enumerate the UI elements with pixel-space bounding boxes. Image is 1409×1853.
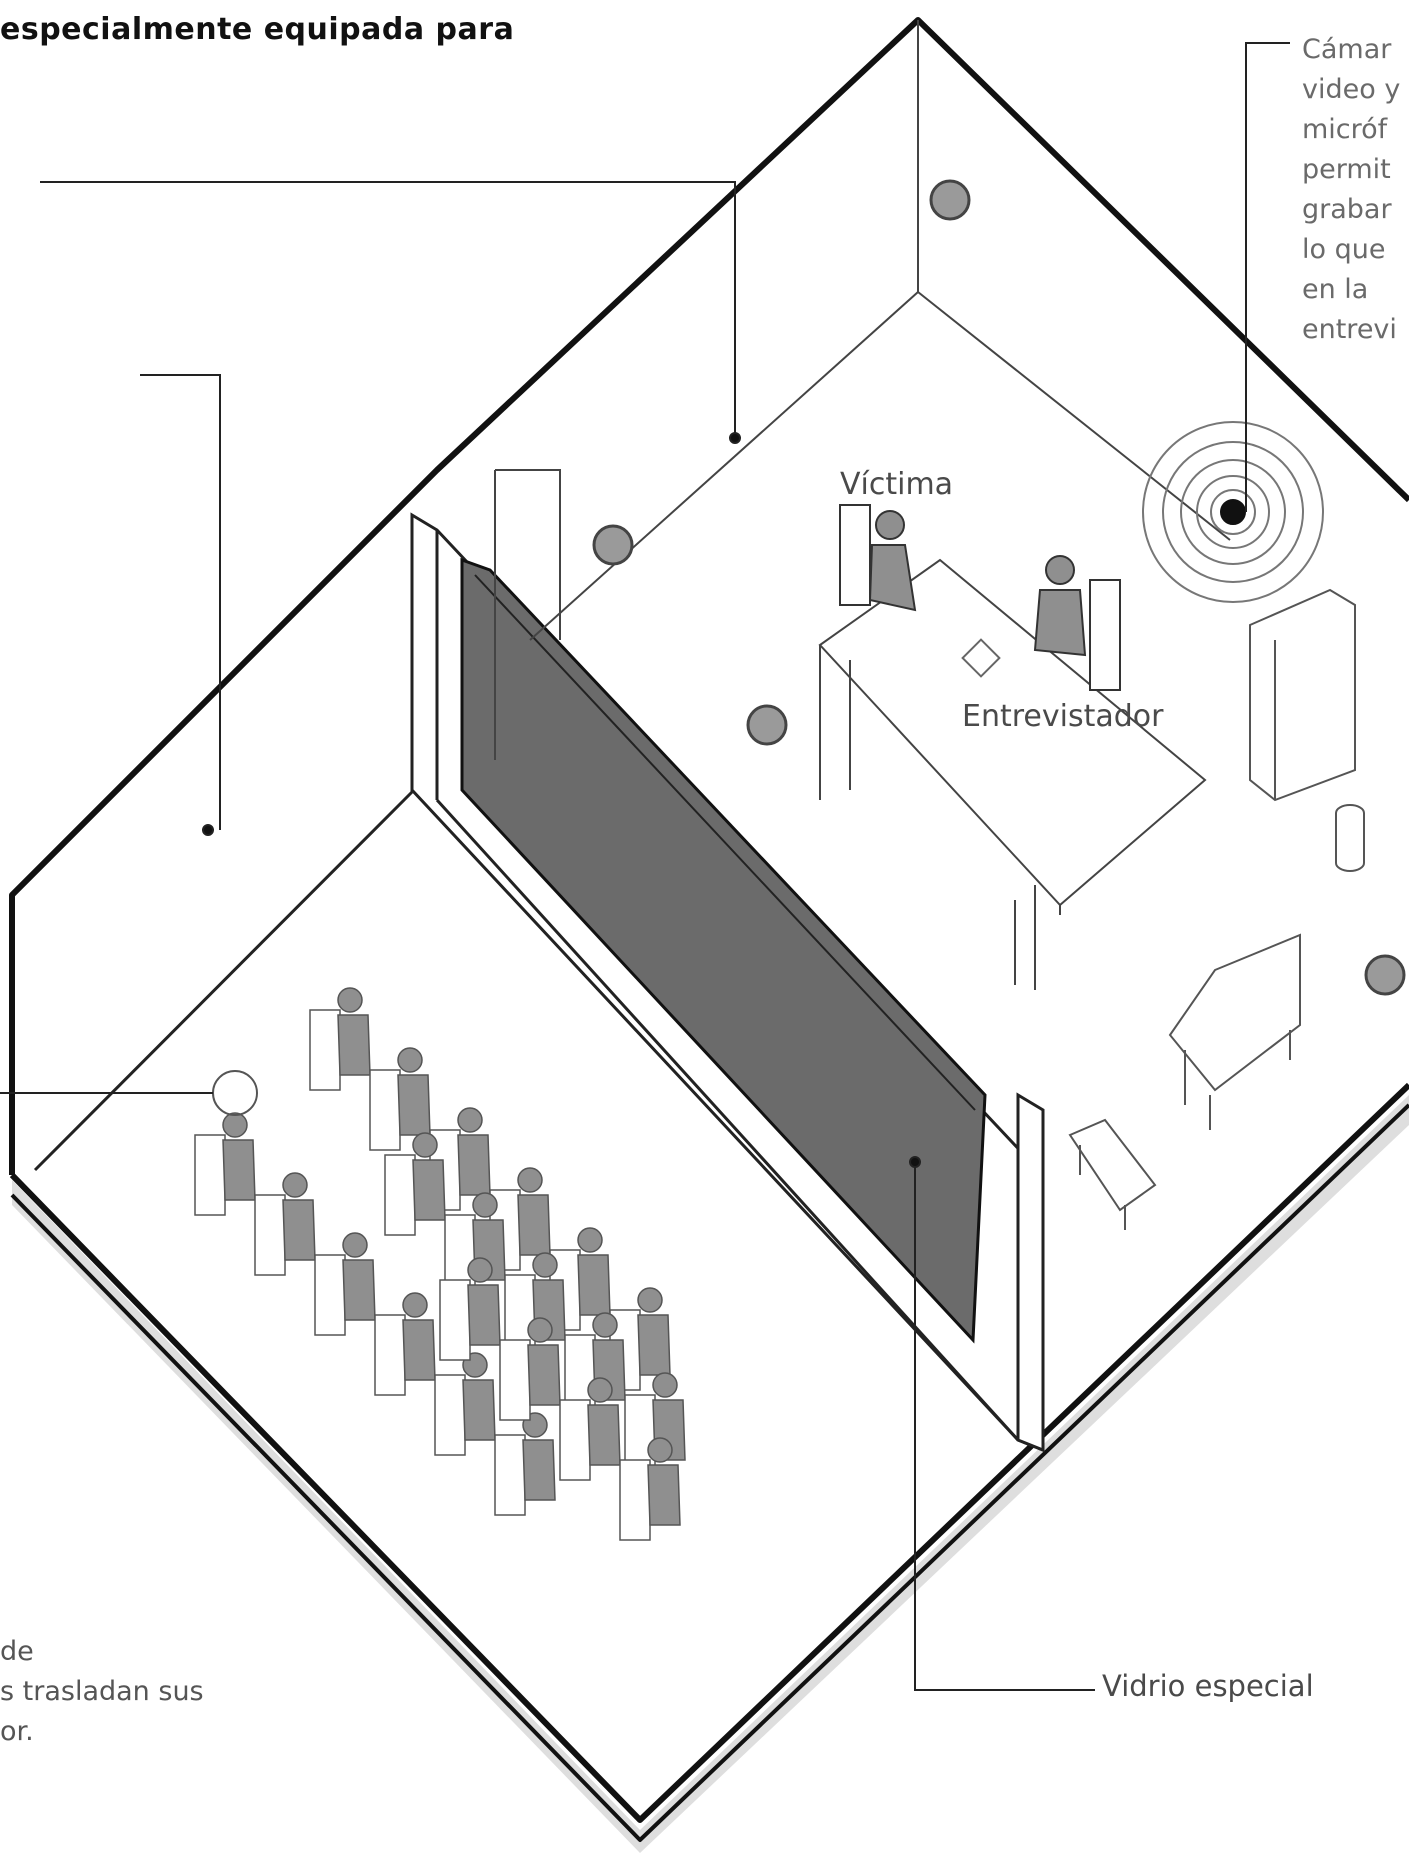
speaker-icon — [592, 524, 634, 566]
leader-line — [1245, 42, 1290, 512]
observer-seats — [194, 987, 686, 1541]
waiting-chair — [1168, 933, 1301, 1130]
callout-line: entrevi — [1302, 314, 1397, 345]
lower-left-text: de s trasladan sus or. — [0, 1632, 204, 1752]
speaker-icon — [929, 179, 971, 221]
floor-shadow — [12, 1095, 1409, 1853]
camera-icon — [1220, 499, 1246, 525]
small-stool — [1068, 1118, 1157, 1230]
interviewer-label: Entrevistador — [962, 699, 1164, 734]
seat-row-4 — [439, 1257, 681, 1541]
glass-highlight — [474, 574, 976, 1111]
cylinder-object — [1335, 804, 1365, 872]
camera-callout: Cámar video y micróf permit grabar lo qu… — [1302, 30, 1400, 350]
callout-line: video y — [1302, 74, 1401, 105]
callout-line: en la — [1302, 274, 1369, 305]
table-toys — [961, 638, 1001, 678]
callout-line: permit — [1302, 154, 1391, 185]
speakers — [592, 179, 1406, 996]
lower-left-line: or. — [0, 1716, 34, 1747]
leader-line — [140, 374, 221, 830]
leader-lines — [0, 42, 1290, 1691]
victim-figure — [839, 504, 917, 612]
camera — [1142, 421, 1324, 603]
leader-line — [914, 1162, 1095, 1691]
interviewer-figure — [1033, 555, 1121, 691]
speaker-icon — [746, 704, 788, 746]
special-glass-panel — [460, 557, 987, 1344]
glass-label: Vidrio especial — [1102, 1669, 1314, 1703]
speaker-icon — [1364, 954, 1406, 996]
interview-room — [494, 20, 1231, 760]
seat-row-1 — [194, 1112, 556, 1516]
lower-left-line: de — [0, 1636, 34, 1667]
interview-figures — [839, 504, 1121, 691]
interview-table — [818, 558, 1207, 990]
callout-line: micróf — [1302, 114, 1388, 145]
lower-left-line: s trasladan sus — [0, 1676, 204, 1707]
callout-line: lo que — [1302, 234, 1386, 265]
callout-line: grabar — [1302, 194, 1392, 225]
leader-line — [40, 181, 736, 438]
highlight-circle — [212, 1070, 258, 1116]
page-heading: especialmente equipada para — [0, 12, 515, 47]
callout-line: Cámar — [1302, 34, 1392, 65]
victim-label: Víctima — [840, 467, 954, 502]
building-outline — [9, 17, 1409, 1842]
equipment-rack — [1249, 588, 1356, 802]
